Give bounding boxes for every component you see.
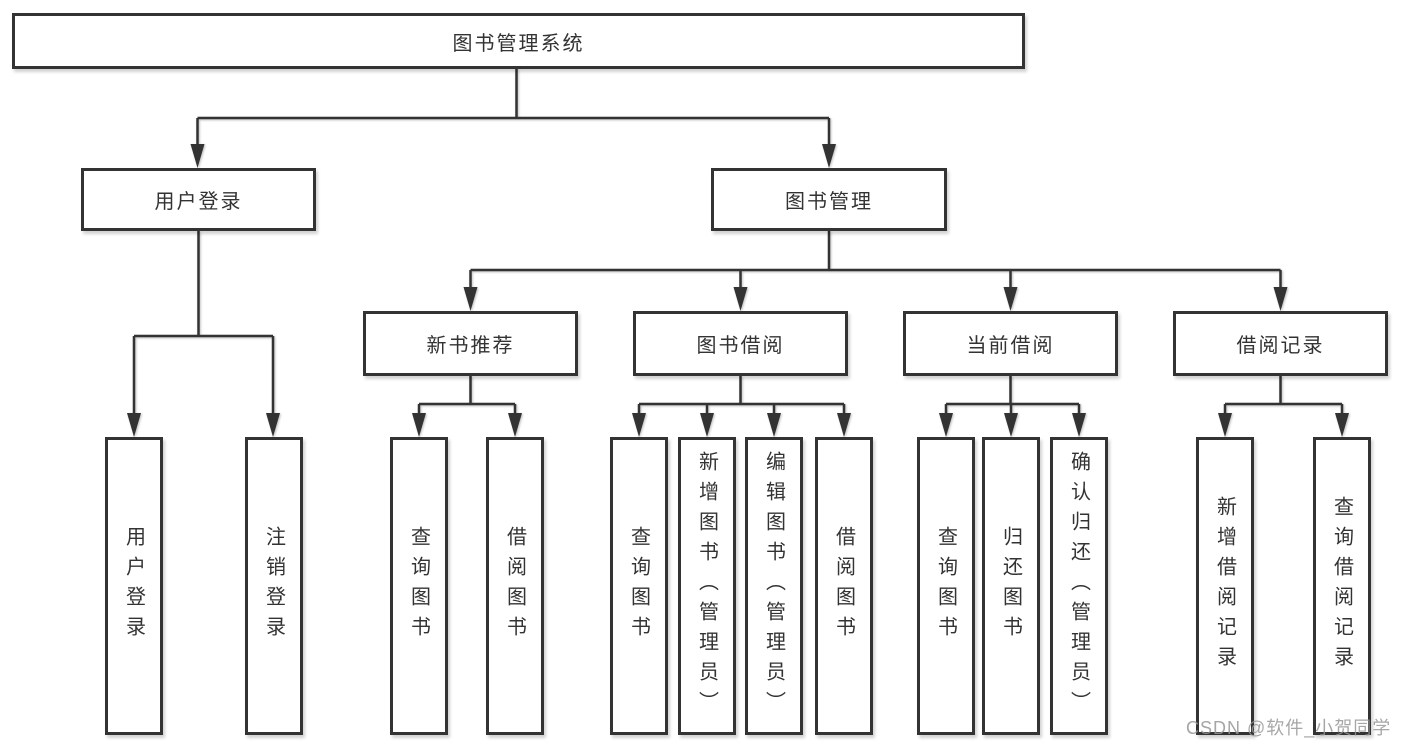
node-current-borrowing: 当前借阅	[903, 311, 1118, 376]
csdn-watermark: CSDN @软件_小贺同学	[1186, 718, 1392, 738]
connector-book-management	[469, 231, 1282, 291]
leaf-query-books-borrowing: 查询图书	[610, 437, 668, 735]
leaf-add-book-admin: 新增图书（管理员）	[678, 437, 736, 735]
leaf-query-books-recommend: 查询图书	[390, 437, 448, 735]
leaf-user-login: 用户登录	[105, 437, 163, 735]
leaf-borrow-books-recommend: 借阅图书	[486, 437, 544, 735]
connector-borrowing-records	[1223, 376, 1344, 417]
leaf-confirm-return-admin: 确认归还（管理员）	[1050, 437, 1108, 735]
leaf-query-borrow-record: 查询借阅记录	[1313, 437, 1371, 735]
leaf-add-borrow-record: 新增借阅记录	[1196, 437, 1254, 735]
leaf-logout: 注销登录	[245, 437, 303, 735]
leaf-borrow-books-borrowing: 借阅图书	[815, 437, 873, 735]
node-borrowing-records: 借阅记录	[1173, 311, 1388, 376]
connector-user-login	[132, 231, 275, 417]
arrowheads	[127, 144, 1349, 437]
connector-current-borrowing	[944, 376, 1081, 417]
connector-book-borrowing	[637, 376, 846, 417]
leaf-query-books-current: 查询图书	[917, 437, 975, 735]
node-library-management-system: 图书管理系统	[12, 13, 1025, 69]
node-user-login: 用户登录	[81, 168, 316, 231]
leaf-edit-book-admin: 编辑图书（管理员）	[745, 437, 803, 735]
connector-root	[196, 69, 831, 148]
connector-new-book	[417, 376, 517, 417]
node-new-book-recommendation: 新书推荐	[363, 311, 578, 376]
leaf-return-book: 归还图书	[982, 437, 1040, 735]
node-book-borrowing: 图书借阅	[633, 311, 848, 376]
node-book-management: 图书管理	[711, 168, 947, 231]
